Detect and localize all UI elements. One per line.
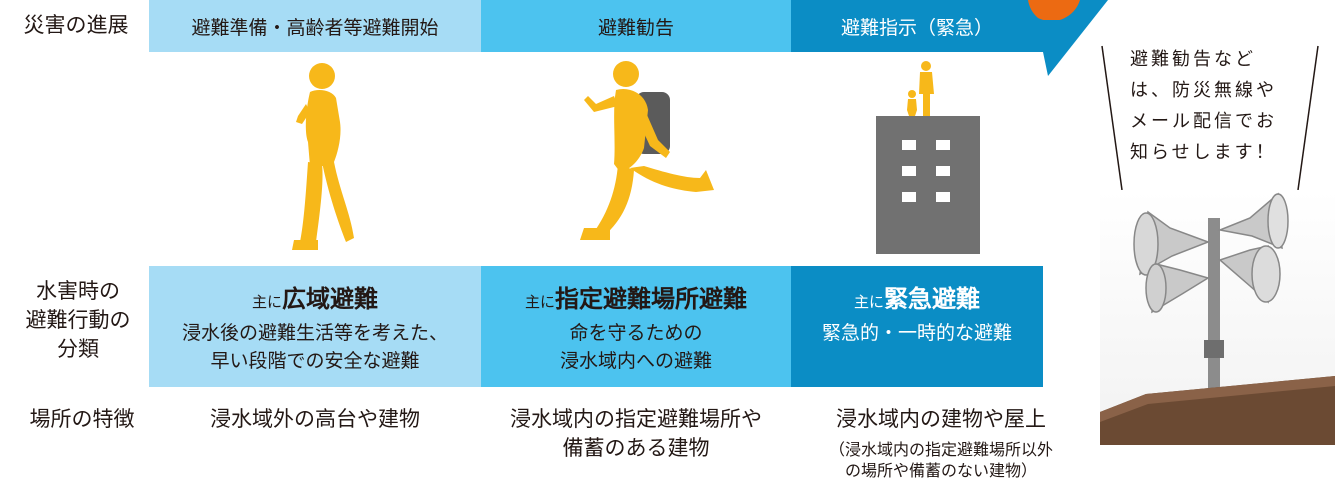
row-label-progress: 災害の進展 [23, 13, 129, 37]
feature-note-line: （浸水域内の指定避難場所以外 [828, 440, 1053, 459]
stage-label: 避難勧告 [597, 16, 674, 39]
bubble-line: は、防災無線や [1130, 80, 1277, 101]
row-label-feature: 場所の特徴 [29, 407, 135, 431]
feature-text-1: 浸水域外の高台や建物 [149, 405, 481, 434]
building-body [876, 116, 980, 254]
stage-label: 避難準備・高齢者等避難開始 [191, 16, 439, 39]
feature-line: 浸水域内の指定避難場所や [510, 407, 762, 431]
row-label-category-line: 分類 [57, 337, 99, 361]
feature-note-line: の場所や備蓄のない建物） [844, 461, 1037, 480]
feature-line: 浸水域外の高台や建物 [210, 407, 420, 431]
category-box-1: 主に広域避難 浸水後の避難生活等を考えた、 早い段階での安全な避難 [149, 266, 481, 387]
feature-note-3: （浸水域内の指定避難場所以外 の場所や備蓄のない建物） [781, 439, 1101, 481]
stage-label: 避難指示（緊急） [840, 16, 993, 39]
walking-person-icon [292, 63, 354, 250]
loudspeaker-icon [1100, 190, 1335, 445]
category-title: 緊急避難 [884, 285, 980, 313]
row-label-category: 水害時の 避難行動の 分類 [14, 277, 142, 364]
category-desc-line: 早い段階での安全な避難 [210, 350, 420, 372]
row-label-category-line: 避難行動の [25, 308, 131, 332]
orange-corner-icon [1028, 0, 1080, 20]
category-prefix: 主に [853, 293, 884, 311]
category-desc-line: 浸水域内への避難 [559, 350, 712, 372]
category-title: 広域避難 [282, 285, 378, 313]
category-desc-line: 命を守るための [569, 322, 703, 344]
category-prefix: 主に [524, 293, 555, 311]
feature-text-2: 浸水域内の指定避難場所や 備蓄のある建物 [481, 405, 791, 463]
category-prefix: 主に [251, 293, 282, 311]
running-person-icon [580, 61, 714, 240]
category-box-3: 主に緊急避難 緊急的・一時的な避難 [791, 266, 1043, 387]
bubble-line: 知らせします！ [1130, 142, 1277, 163]
bubble-line: 避難勧告など [1130, 49, 1256, 70]
category-title: 指定避難場所避難 [555, 285, 747, 313]
bubble-line: メール配信でお [1130, 111, 1277, 132]
building-rooftop-icon [876, 61, 980, 254]
stage-band-3: 避難指示（緊急） [791, 0, 1043, 52]
feature-text-3: 浸水域内の建物や屋上 [791, 405, 1091, 434]
feature-line: 浸水域内の建物や屋上 [836, 407, 1046, 431]
category-box-2: 主に指定避難場所避難 命を守るための 浸水域内への避難 [481, 266, 791, 387]
row-label-category-line: 水害時の [36, 279, 120, 303]
feature-line: 備蓄のある建物 [562, 436, 710, 460]
category-desc-line: 緊急的・一時的な避難 [821, 322, 1012, 344]
category-desc-line: 浸水後の避難生活等を考えた、 [181, 322, 448, 344]
stage-band-2: 避難勧告 [481, 0, 791, 52]
bubble-lines-icon [1101, 45, 1319, 191]
speech-bubble: 避難勧告など は、防災無線や メール配信でお 知らせします！ [1130, 44, 1290, 168]
stage-band-1: 避難準備・高齢者等避難開始 [149, 0, 481, 52]
